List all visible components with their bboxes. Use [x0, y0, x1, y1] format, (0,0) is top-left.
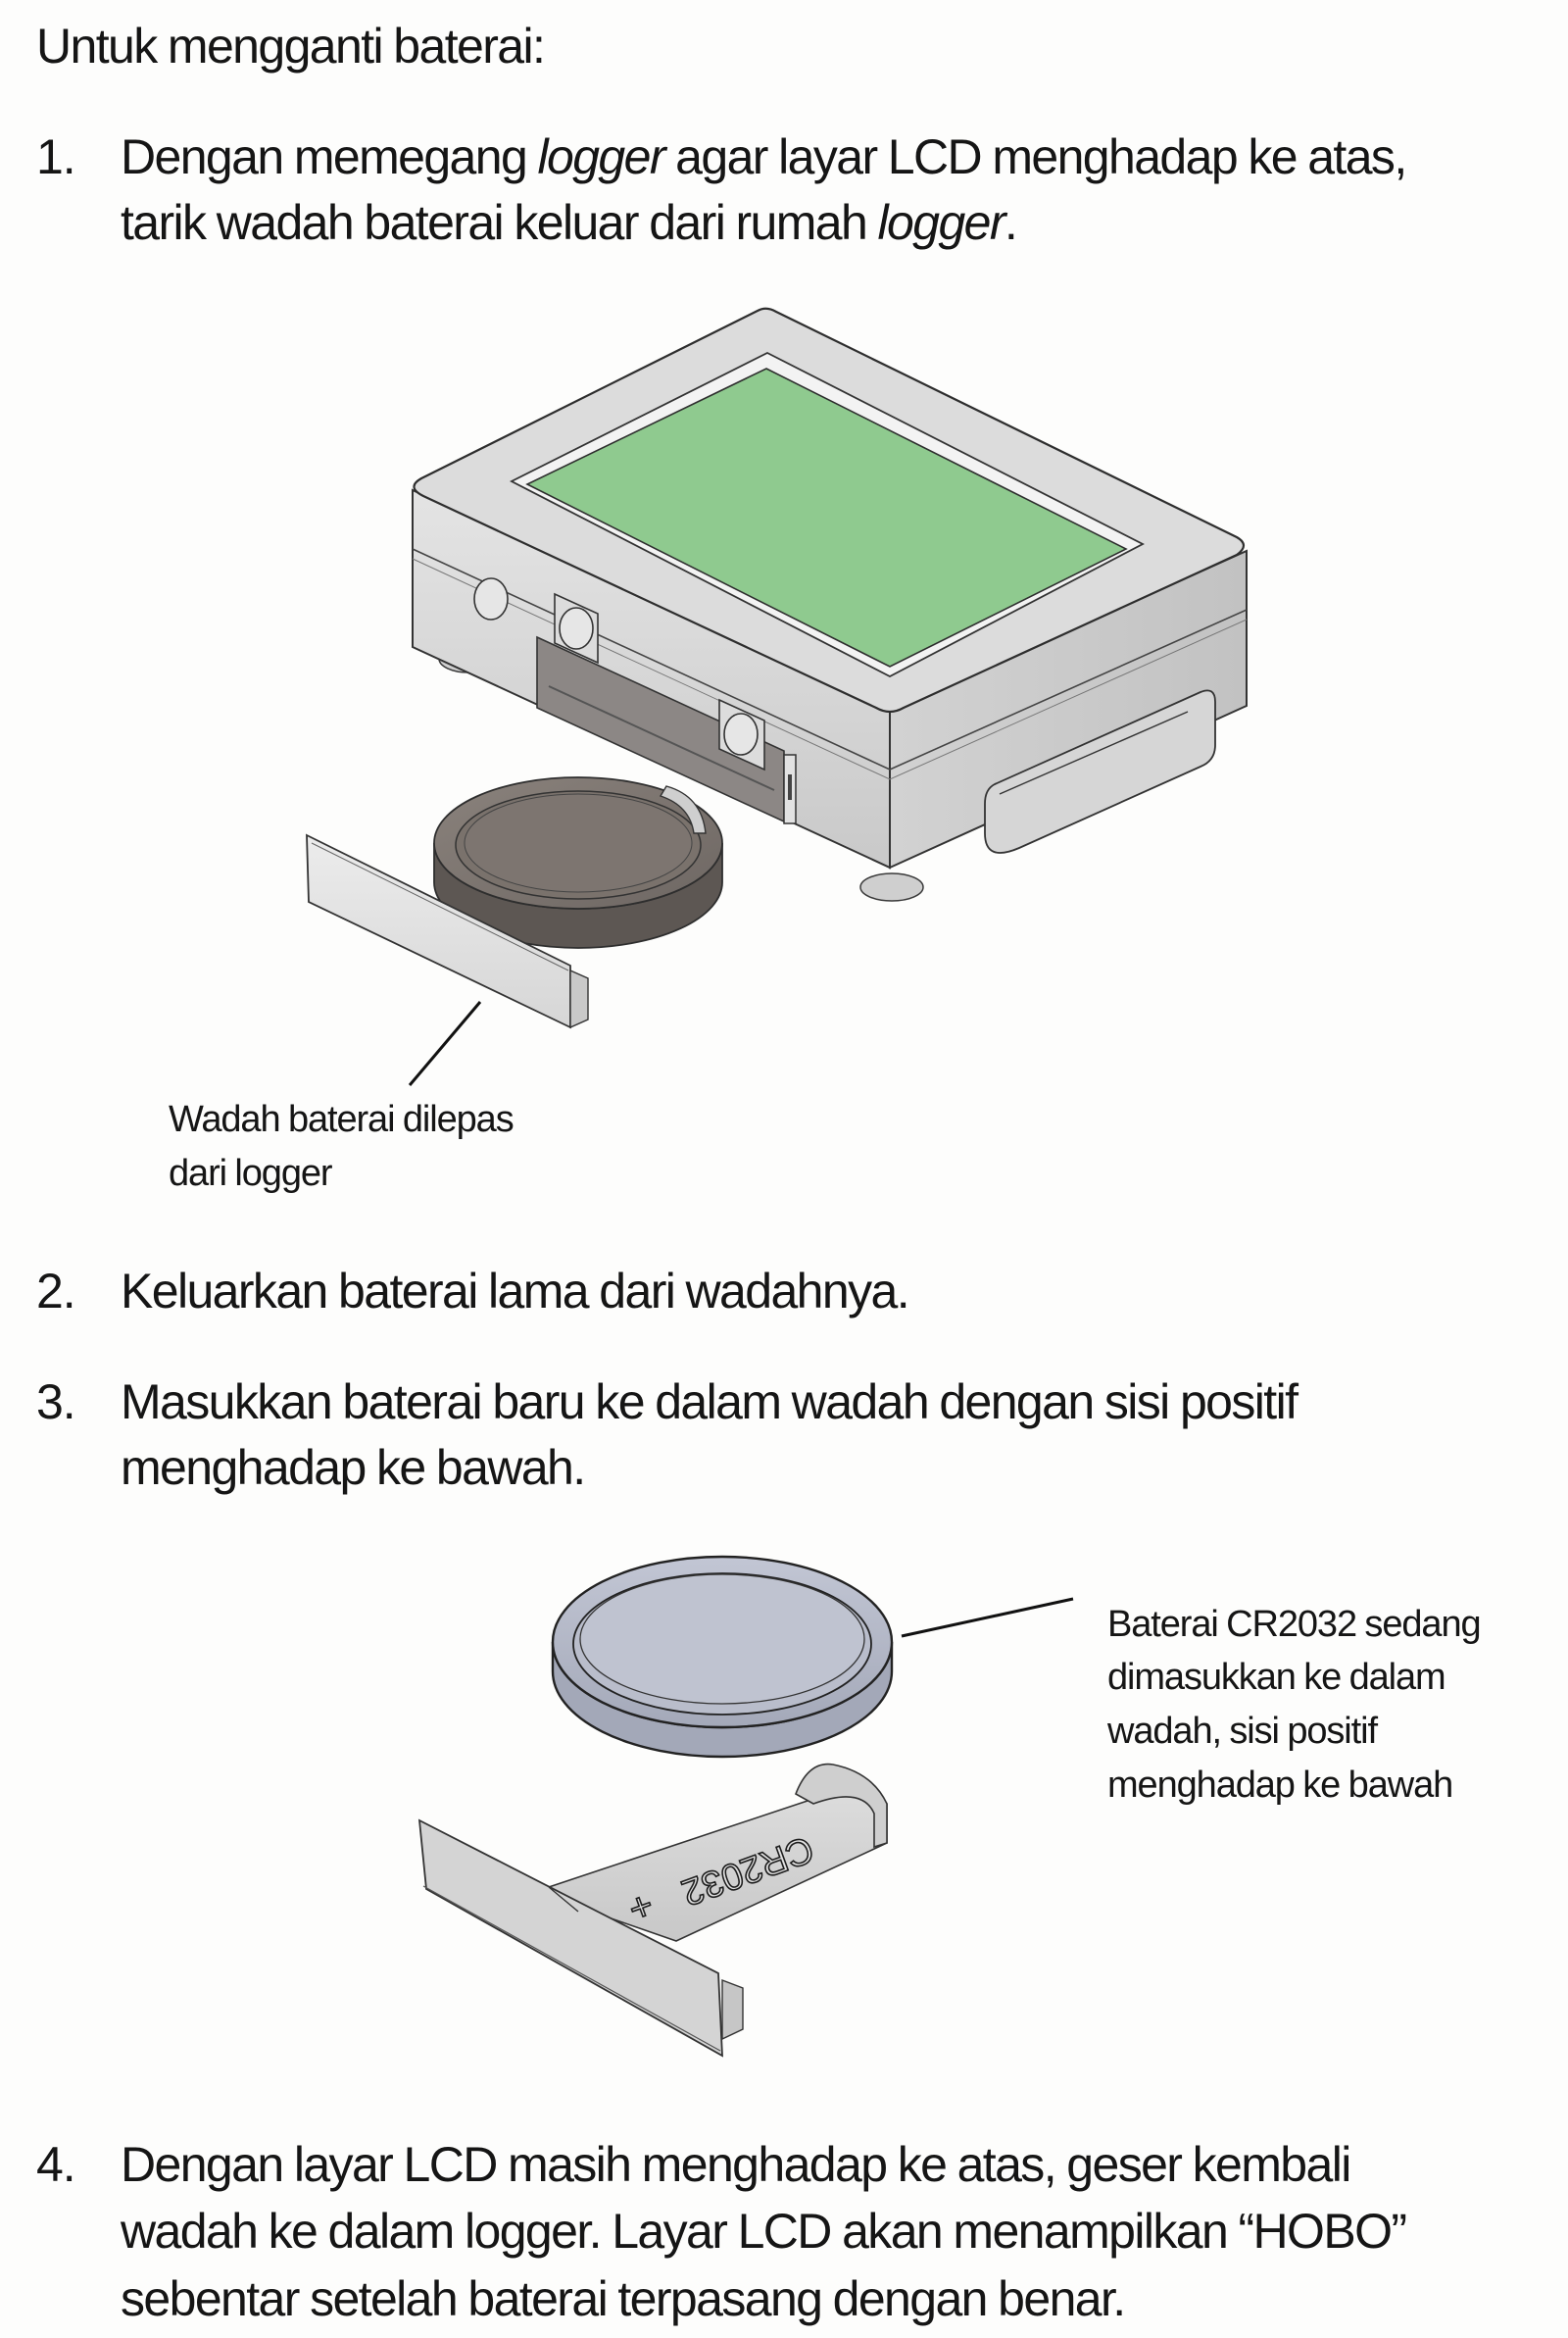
- lcd-screen: [525, 368, 1128, 668]
- step-text-line: menghadap ke bawah.: [121, 1440, 586, 1495]
- figure-2-caption-line: wadah, sisi positif: [1107, 1711, 1378, 1752]
- callout-leader-line: [901, 1597, 1074, 1638]
- emphasis-term: logger: [537, 129, 665, 184]
- battery-tray-cr2032: CR2032 +: [417, 1763, 888, 2058]
- step-number: 1.: [36, 129, 76, 184]
- figure-2-caption-line: Baterai CR2032 sedang: [1107, 1604, 1482, 1645]
- logger-button-icons: [473, 577, 765, 771]
- emphasis-term: logger: [877, 195, 1006, 250]
- step-number: 3.: [36, 1374, 76, 1429]
- step-text-line: wadah ke dalam logger. Layar LCD akan me…: [121, 2204, 1407, 2259]
- logger-battery-removed-illustration: [306, 307, 1248, 1086]
- step-text-line: Keluarkan baterai lama dari wadahnya.: [121, 1264, 910, 1318]
- figure-2-caption-line: menghadap ke bawah: [1107, 1765, 1453, 1806]
- battery-tray-removed: [306, 833, 589, 1029]
- step-number: 4.: [36, 2137, 76, 2192]
- step-text-line: sebentar setelah baterai terpasang denga…: [121, 2271, 1126, 2326]
- logger-handle: [984, 689, 1216, 854]
- step-text-line: Dengan memegang logger agar layar LCD me…: [121, 129, 1407, 184]
- figure-1-caption-line: Wadah baterai dilepas: [169, 1099, 514, 1140]
- callout-leader-line: [408, 1001, 482, 1086]
- figure-1-caption-line: dari logger: [169, 1153, 333, 1194]
- step-number: 2.: [36, 1264, 76, 1318]
- figure-2-caption-line: dimasukkan ke dalam: [1107, 1657, 1446, 1698]
- coin-battery-dark: [433, 776, 723, 949]
- step-text-line: tarik wadah baterai keluar dari rumah lo…: [121, 195, 1018, 250]
- step-text-line: Masukkan baterai baru ke dalam wadah den…: [121, 1374, 1298, 1429]
- step-text-line: Dengan layar LCD masih menghadap ke atas…: [121, 2137, 1351, 2192]
- page-heading: Untuk mengganti baterai:: [36, 19, 546, 74]
- coin-battery-cr2032: [551, 1555, 894, 1759]
